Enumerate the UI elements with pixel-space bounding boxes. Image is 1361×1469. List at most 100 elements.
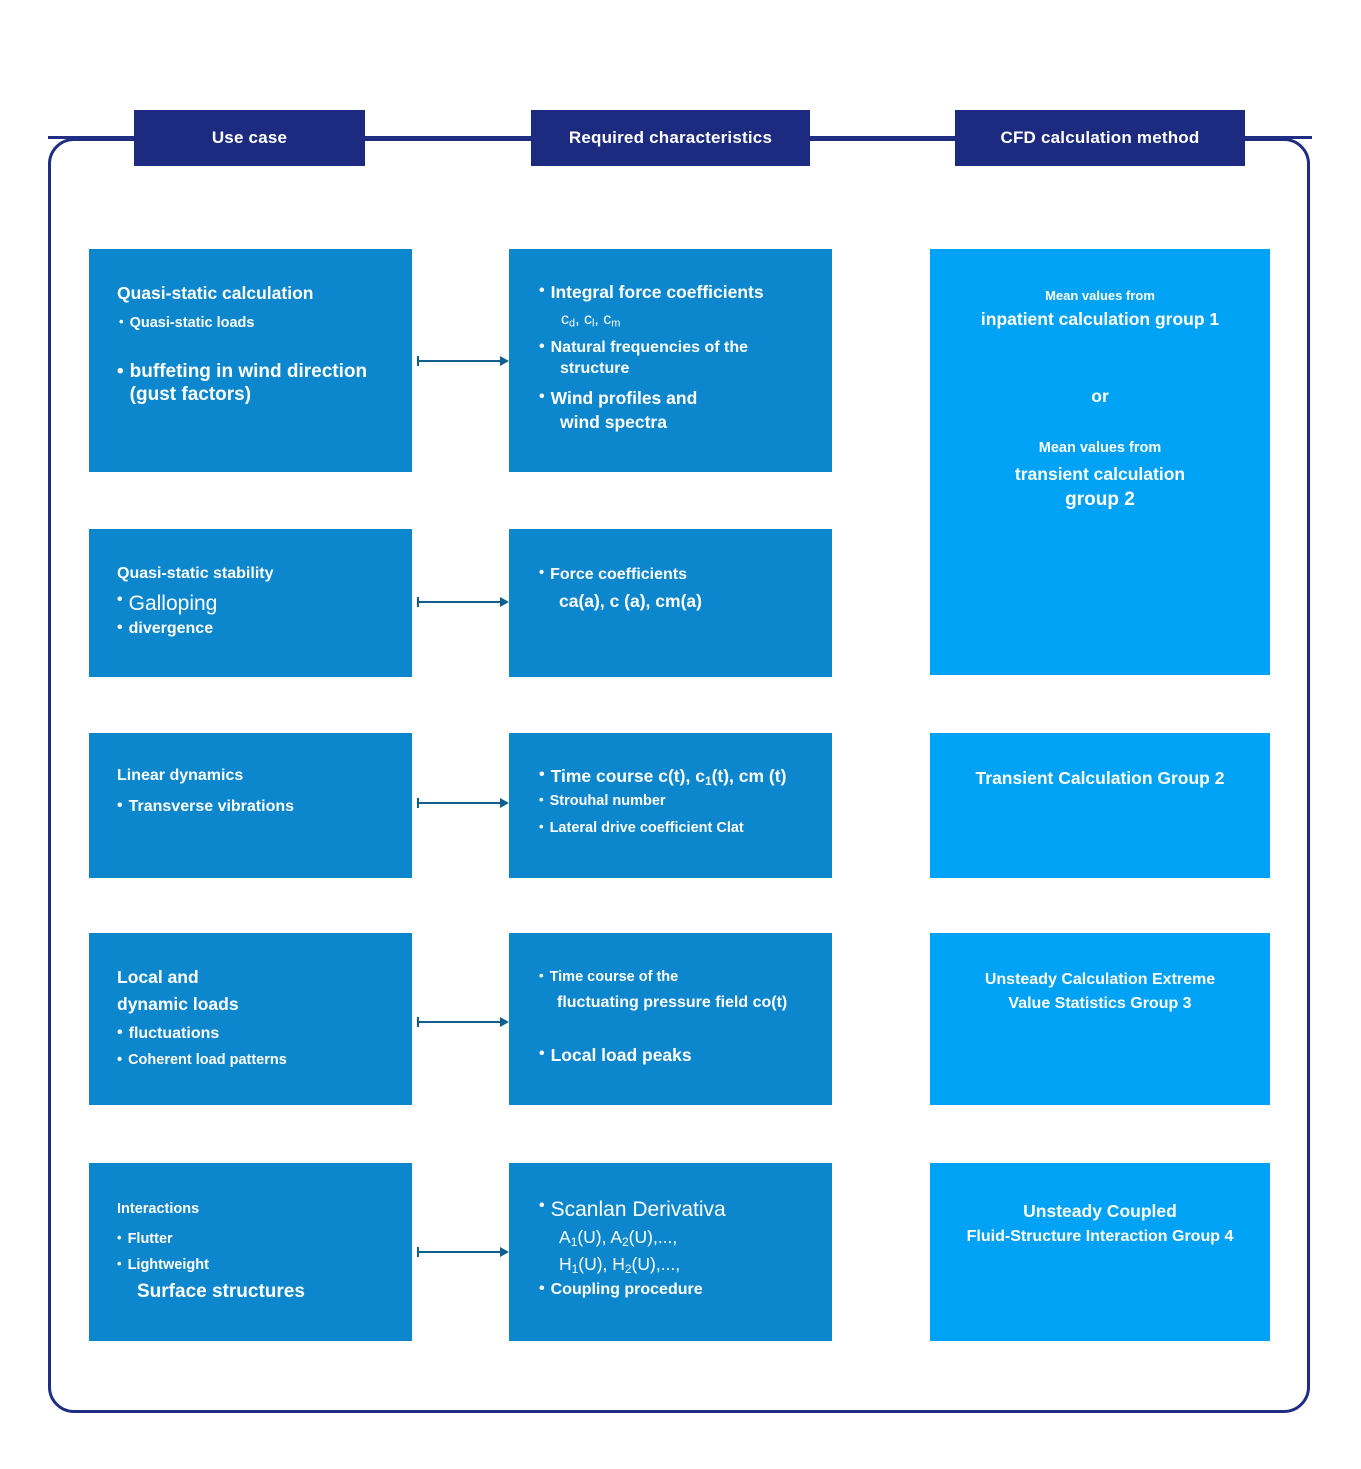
method-1-line-6: group 2 bbox=[1065, 489, 1135, 510]
arrow-row-5 bbox=[417, 1246, 509, 1258]
arrow-row-4 bbox=[417, 1016, 509, 1028]
h-label: H bbox=[559, 1254, 572, 1274]
char-3-b1-pre: Time course c(t), c bbox=[550, 766, 705, 786]
method-4-line-2: Value Statistics Group 3 bbox=[1008, 995, 1192, 1012]
a-post: (U),..., bbox=[628, 1227, 678, 1247]
a-label: A bbox=[559, 1227, 571, 1247]
use-case-bullet-5-2: Lightweight bbox=[127, 1257, 209, 1273]
header-connector-mid-2 bbox=[806, 136, 960, 139]
header-connector-mid-1 bbox=[360, 136, 536, 139]
column-header-required-characteristics-label: Required characteristics bbox=[568, 128, 773, 147]
method-box-group-2[interactable]: Transient Calculation Group 2 bbox=[930, 733, 1270, 878]
char-3-b1: Time course c(t), c1(t), cm (t) bbox=[551, 766, 824, 788]
use-case-box-quasi-static-stability[interactable]: Quasi-static stability • Galloping • div… bbox=[89, 529, 412, 677]
char-2-b1: Force coefficients bbox=[550, 566, 688, 583]
column-header-use-case-label: Use case bbox=[211, 128, 288, 147]
method-4-line-1: Unsteady Calculation Extreme bbox=[984, 971, 1216, 988]
method-1-line-1: Mean values from bbox=[1045, 288, 1155, 303]
bullet-icon: • bbox=[539, 565, 545, 581]
use-case-bullet-4-2: Coherent load patterns bbox=[128, 1052, 287, 1068]
method-1-line-4: Mean values from bbox=[1038, 440, 1162, 456]
char-4-b1-line2: fluctuating pressure field co(t) bbox=[557, 994, 788, 1011]
char-1-b2-line2: structure bbox=[560, 360, 630, 377]
use-case-box-linear-dynamics[interactable]: Linear dynamics • Transverse vibrations bbox=[89, 733, 412, 878]
use-case-box-quasi-static-calculation[interactable]: Quasi-static calculation • Quasi-static … bbox=[89, 249, 412, 472]
use-case-box-interactions[interactable]: Interactions • Flutter • Lightweight Sur… bbox=[89, 1163, 412, 1341]
method-3-line-1: Transient Calculation Group 2 bbox=[975, 768, 1225, 788]
bullet-icon: • bbox=[117, 1024, 123, 1041]
a-mid: (U), A bbox=[577, 1227, 623, 1247]
column-header-cfd-method-label: CFD calculation method bbox=[1000, 128, 1200, 147]
arrow-row-3 bbox=[417, 797, 509, 809]
sub-m: m bbox=[611, 317, 621, 330]
char-4-b1-line1: Time course of the bbox=[549, 969, 679, 985]
method-box-group-3[interactable]: Unsteady Calculation Extreme Value Stati… bbox=[930, 933, 1270, 1105]
bullet-icon: • bbox=[539, 1280, 545, 1297]
column-header-use-case[interactable]: Use case bbox=[134, 110, 365, 166]
bullet-icon: • bbox=[539, 1197, 545, 1214]
header-connector-right bbox=[1240, 136, 1312, 139]
bullet-icon: • bbox=[117, 1256, 122, 1271]
use-case-box-local-dynamic-loads[interactable]: Local and dynamic loads • fluctuations •… bbox=[89, 933, 412, 1105]
method-1-line-5: transient calculation bbox=[1014, 464, 1186, 484]
bullet-icon: • bbox=[117, 361, 124, 382]
sub-l: l bbox=[591, 317, 595, 330]
use-case-bullet-1-1: Quasi-static loads bbox=[129, 315, 255, 331]
characteristics-box-row-4[interactable]: • Time course of the fluctuating pressur… bbox=[509, 933, 832, 1105]
char-5-b1-line2: A1(U), A2(U),..., bbox=[559, 1227, 678, 1249]
use-case-5-extra: Surface structures bbox=[137, 1281, 305, 1302]
char-3-b3: Lateral drive coefficient Clat bbox=[549, 820, 744, 836]
method-1-line-3: or bbox=[1091, 386, 1109, 406]
bullet-icon: • bbox=[539, 792, 544, 807]
char-5-b1-line3: H1(U), H2(U),..., bbox=[559, 1254, 680, 1276]
bullet-icon: • bbox=[117, 591, 123, 608]
h2-sub: 2 bbox=[624, 1261, 632, 1276]
method-box-group-4[interactable]: Unsteady Coupled Fluid-Structure Interac… bbox=[930, 1163, 1270, 1341]
sub-d: d bbox=[569, 317, 576, 330]
characteristics-box-row-1[interactable]: • Integral force coefficients cd, cl, cm… bbox=[509, 249, 832, 472]
header-connector-left bbox=[48, 136, 138, 139]
bullet-icon: • bbox=[539, 819, 544, 834]
bullet-icon: • bbox=[539, 1045, 545, 1062]
method-box-group-1-or-2[interactable]: Mean values from inpatient calculation g… bbox=[930, 249, 1270, 675]
use-case-bullet-1-2: buffeting in wind direction (gust factor… bbox=[129, 361, 368, 405]
method-5-line-1: Unsteady Coupled bbox=[1023, 1201, 1177, 1221]
bullet-icon: • bbox=[539, 388, 545, 405]
use-case-bullet-3-1: Transverse vibrations bbox=[128, 798, 295, 815]
bullet-icon: • bbox=[117, 797, 123, 814]
method-5-line-2: Fluid-Structure Interaction Group 4 bbox=[966, 1228, 1234, 1245]
bullet-icon: • bbox=[539, 282, 545, 299]
use-case-heading-1: Quasi-static calculation bbox=[117, 283, 314, 303]
h-mid: (U), H bbox=[578, 1254, 625, 1274]
char-1-coefficients: cd, cl, cm bbox=[561, 311, 621, 330]
characteristics-box-row-3[interactable]: • Time course c(t), c1(t), cm (t) • Stro… bbox=[509, 733, 832, 878]
char-1-b1: Integral force coefficients bbox=[550, 282, 764, 302]
h1-sub: 1 bbox=[571, 1261, 579, 1276]
use-case-bullet-2-1: Galloping bbox=[128, 592, 218, 615]
a1-sub: 1 bbox=[570, 1234, 578, 1249]
char-4-b2: Local load peaks bbox=[550, 1045, 692, 1065]
char-5-b1: Scanlan Derivativa bbox=[550, 1198, 726, 1221]
a2-sub: 2 bbox=[622, 1234, 629, 1249]
char-3-b1-post: (t), cm (t) bbox=[711, 766, 787, 786]
characteristics-box-row-2[interactable]: • Force coefficients ca(a), c (a), cm(a) bbox=[509, 529, 832, 677]
use-case-bullet-5-1: Flutter bbox=[127, 1231, 173, 1247]
use-case-heading-4-line1: Local and bbox=[117, 967, 199, 987]
column-header-required-characteristics[interactable]: Required characteristics bbox=[531, 110, 810, 166]
char-5-b2: Coupling procedure bbox=[550, 1281, 703, 1298]
use-case-heading-4-line2: dynamic loads bbox=[117, 994, 239, 1014]
use-case-bullet-4-1: fluctuations bbox=[128, 1025, 220, 1042]
use-case-heading-5: Interactions bbox=[117, 1201, 200, 1217]
bullet-icon: • bbox=[539, 338, 545, 355]
column-header-cfd-method[interactable]: CFD calculation method bbox=[955, 110, 1245, 166]
bullet-icon: • bbox=[539, 766, 545, 783]
char-3-b2: Strouhal number bbox=[549, 793, 666, 809]
use-case-bullet-2-2: divergence bbox=[128, 620, 214, 637]
char-3-b1-sub: 1 bbox=[704, 773, 712, 788]
bullet-icon: • bbox=[539, 968, 544, 983]
characteristics-box-row-5[interactable]: • Scanlan Derivativa A1(U), A2(U),..., H… bbox=[509, 1163, 832, 1341]
char-1-b3-line2: wind spectra bbox=[560, 412, 667, 432]
char-2-b1-line2: ca(a), c (a), cm(a) bbox=[559, 591, 702, 611]
use-case-heading-3: Linear dynamics bbox=[117, 767, 244, 784]
